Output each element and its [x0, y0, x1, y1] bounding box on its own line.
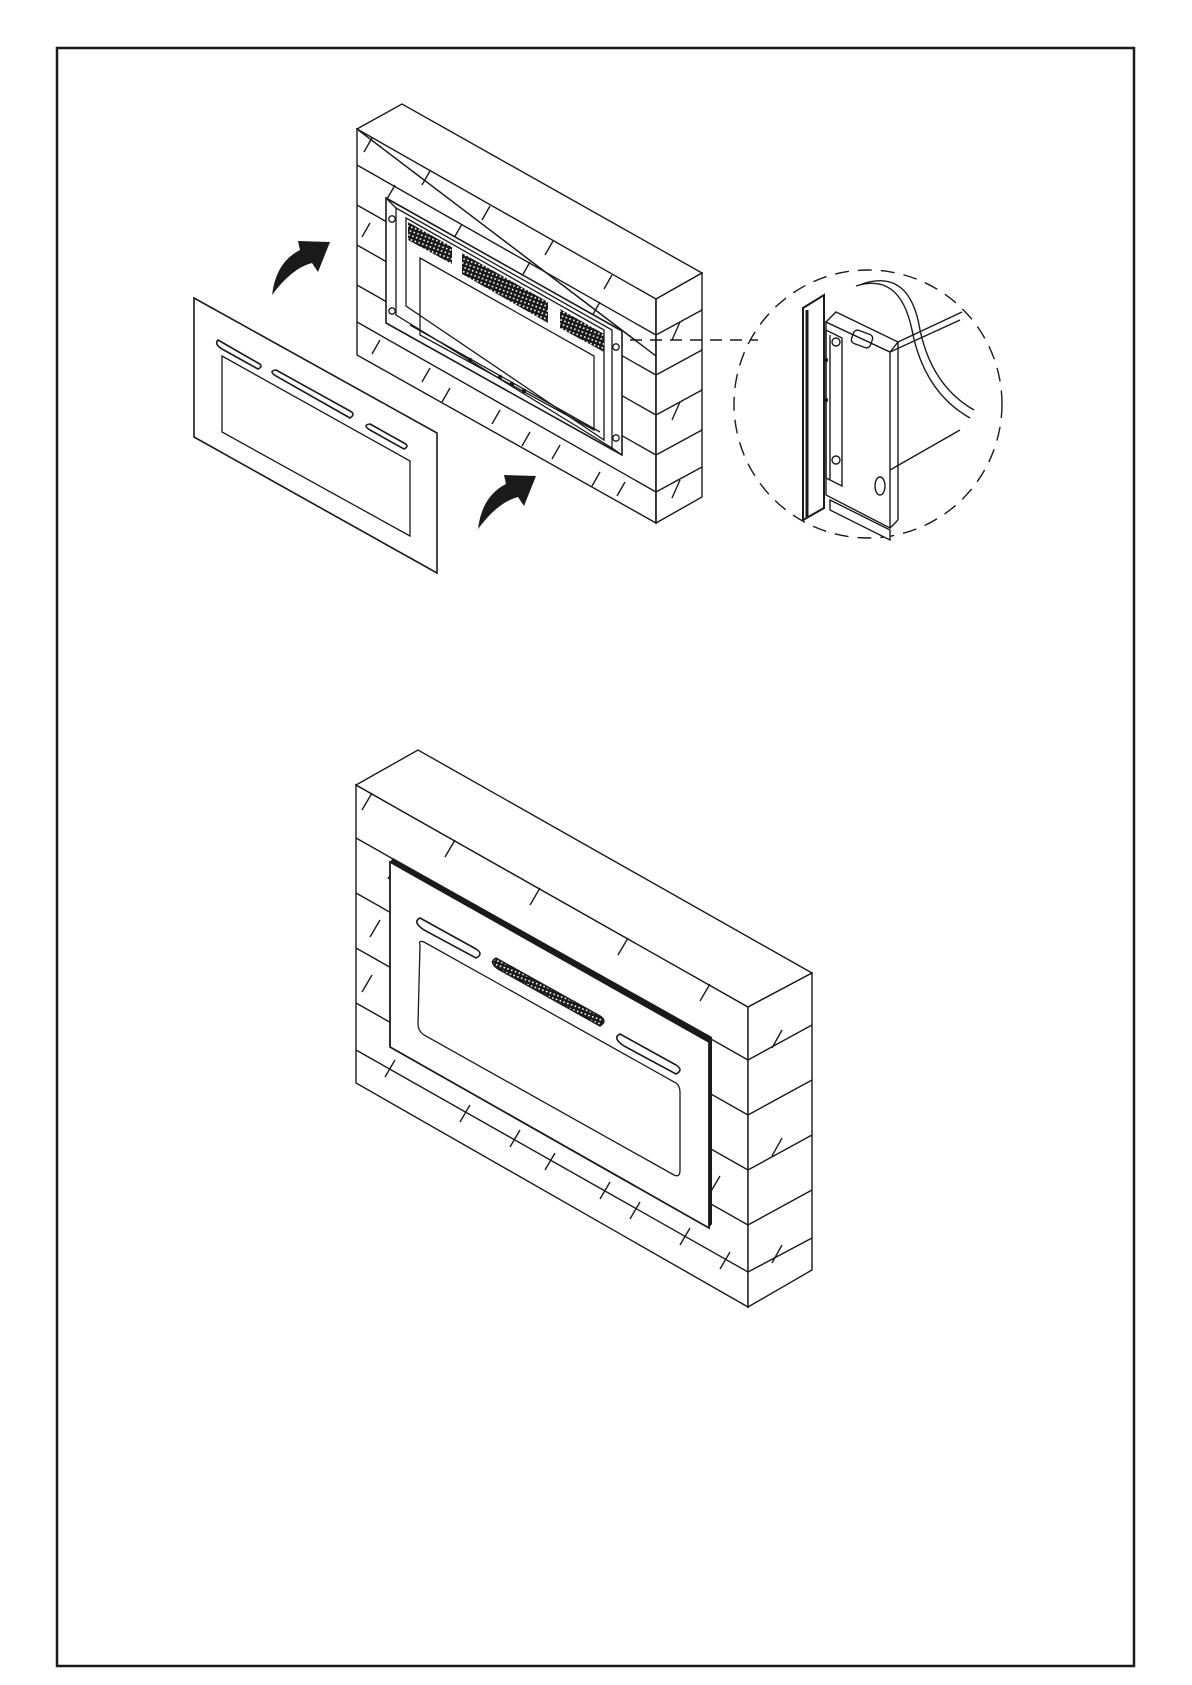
step-installed	[356, 750, 812, 1307]
step-hang-panel	[194, 104, 1002, 573]
arrow-up-icon	[478, 475, 536, 529]
arrow-up-icon	[272, 241, 330, 295]
bracket-detail-callout	[734, 270, 1002, 540]
